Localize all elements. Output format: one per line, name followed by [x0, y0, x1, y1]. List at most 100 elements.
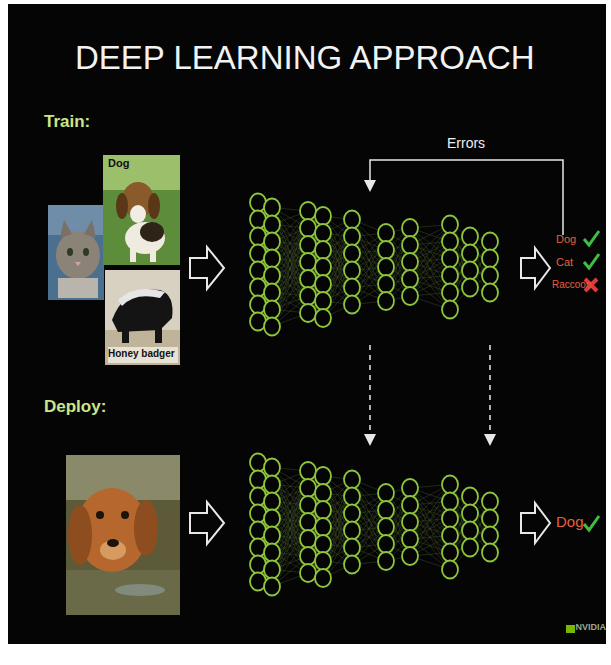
output-class: Raccoon: [552, 279, 591, 290]
dashed-arrow: [489, 345, 491, 440]
check-mark: [584, 254, 599, 268]
neuron-circle: [300, 287, 316, 305]
neuron-circle: [344, 505, 360, 523]
check-mark: [584, 231, 599, 245]
image-caption: Honey badger: [108, 348, 175, 359]
neuron-circle: [315, 552, 331, 570]
neuron-circle: [344, 262, 360, 280]
neuron-circle: [462, 279, 478, 297]
neuron-circle: [462, 245, 478, 263]
neuron-circle: [378, 535, 394, 553]
neuron-circle: [442, 267, 458, 285]
neuron-circle: [442, 544, 458, 562]
neuron-circle: [344, 471, 360, 489]
neuron-circle: [378, 224, 394, 242]
neuron-circle: [344, 556, 360, 574]
neuron-circle: [300, 219, 316, 237]
neuron-circle: [402, 513, 418, 531]
neuron-circle: [462, 488, 478, 506]
neuron-circle: [442, 301, 458, 319]
neuron-circle: [264, 267, 280, 285]
neuron-circle: [442, 233, 458, 251]
neuron-circle: [300, 202, 316, 220]
neuron-circle: [264, 527, 280, 545]
neuron-circle: [378, 275, 394, 293]
neuron-circle: [300, 547, 316, 565]
neuron-circle: [378, 241, 394, 259]
neuron-circle: [315, 275, 331, 293]
neuron-circle: [442, 510, 458, 528]
neuron-circle: [315, 569, 331, 587]
neuron-circle: [300, 513, 316, 531]
neuron-circle: [264, 318, 280, 336]
neural-network: [250, 194, 498, 336]
neuron-circle: [264, 216, 280, 234]
neuron-circle: [482, 527, 498, 545]
neuron-circle: [264, 561, 280, 579]
neuron-circle: [300, 564, 316, 582]
golden-dog-photo: [66, 455, 180, 615]
neuron-circle: [344, 522, 360, 540]
neuron-circle: [300, 304, 316, 322]
neuron-circle: [315, 224, 331, 242]
neuron-circle: [402, 270, 418, 288]
neuron-circle: [300, 479, 316, 497]
neural-network: [250, 454, 498, 596]
neuron-circle: [315, 207, 331, 225]
neuron-circle: [264, 476, 280, 494]
neuron-circle: [462, 539, 478, 557]
neuron-circle: [264, 493, 280, 511]
neuron-circle: [315, 292, 331, 310]
neuron-circle: [462, 228, 478, 246]
neuron-circle: [344, 539, 360, 557]
neuron-circle: [402, 547, 418, 565]
neuron-circle: [442, 493, 458, 511]
neuron-circle: [402, 236, 418, 254]
output-class: Dog: [556, 514, 584, 531]
neuron-circle: [315, 518, 331, 536]
output-class: Dog: [556, 233, 576, 245]
neuron-circle: [315, 535, 331, 553]
neuron-circle: [344, 245, 360, 263]
check-mark: [584, 516, 599, 530]
honey-badger-photo: [105, 270, 180, 365]
error-feedback-line: [370, 160, 563, 235]
neuron-circle: [315, 258, 331, 276]
hollow-arrow: [190, 247, 224, 289]
neuron-circle: [462, 505, 478, 523]
neuron-circle: [264, 199, 280, 217]
neuron-circle: [300, 236, 316, 254]
image-caption: Dog: [106, 157, 131, 169]
neuron-circle: [442, 476, 458, 494]
neuron-circle: [344, 296, 360, 314]
neuron-circle: [264, 250, 280, 268]
neuron-circle: [264, 510, 280, 528]
neuron-circle: [482, 493, 498, 511]
neuron-circle: [442, 250, 458, 268]
title: DEEP LEARNING APPROACH: [75, 40, 535, 76]
error-label: Errors: [447, 136, 485, 151]
neuron-circle: [300, 270, 316, 288]
neuron-circle: [482, 510, 498, 528]
neuron-circle: [442, 284, 458, 302]
neuron-circle: [442, 527, 458, 545]
neuron-circle: [378, 552, 394, 570]
neuron-circle: [264, 301, 280, 319]
neuron-circle: [378, 292, 394, 310]
neuron-circle: [482, 250, 498, 268]
section-label: Deploy:: [44, 398, 106, 417]
neuron-circle: [402, 219, 418, 237]
neuron-circle: [442, 561, 458, 579]
neuron-circle: [300, 530, 316, 548]
neuron-circle: [264, 578, 280, 596]
neuron-circle: [378, 258, 394, 276]
neuron-circle: [378, 501, 394, 519]
neuron-circle: [482, 544, 498, 562]
cat-photo: [48, 205, 104, 300]
neuron-circle: [378, 518, 394, 536]
neuron-circle: [402, 287, 418, 305]
section-label: Train:: [44, 113, 90, 132]
neuron-circle: [264, 459, 280, 477]
neuron-circle: [482, 267, 498, 285]
neuron-circle: [482, 233, 498, 251]
